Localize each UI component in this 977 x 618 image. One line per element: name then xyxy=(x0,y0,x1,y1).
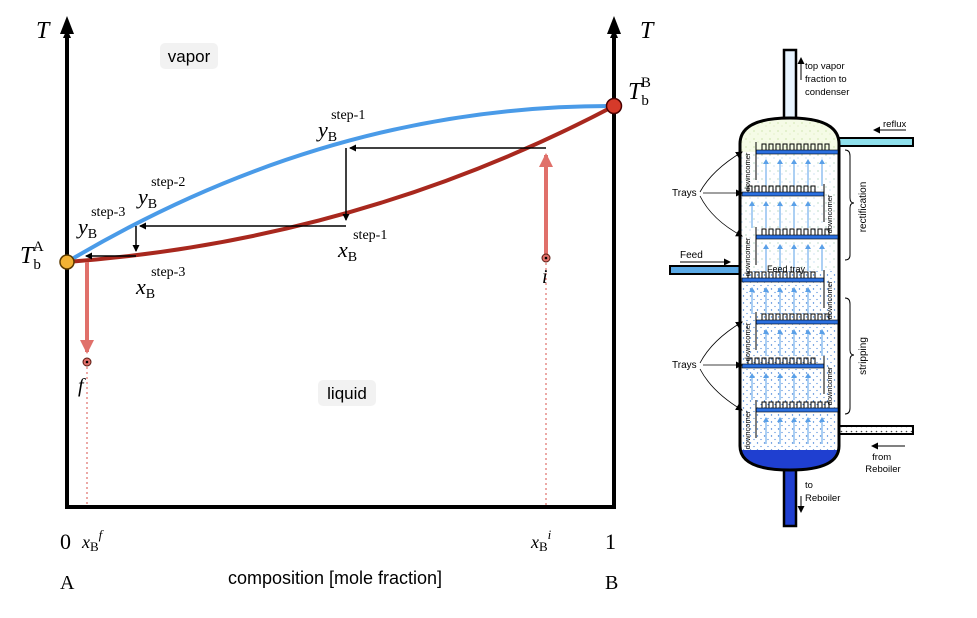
distillation-steps xyxy=(85,144,546,260)
tray: downcomer xyxy=(743,400,839,449)
top-vapor-label: top vapor fraction to condenser xyxy=(805,61,849,98)
reflux-label: reflux xyxy=(883,119,906,130)
from-reboiler-pipe xyxy=(834,425,914,435)
yB-step2-label: yBstep-2 xyxy=(136,175,185,212)
trays-label-lower: Trays xyxy=(672,360,697,371)
tick-zero: 0 xyxy=(60,529,71,554)
stripping-bracket xyxy=(844,297,855,415)
point-i-label: i xyxy=(542,266,548,288)
downcomer-label: downcomer xyxy=(825,194,834,233)
vapor-label-bg xyxy=(160,43,218,69)
downcomer-label: downcomer xyxy=(825,280,834,319)
tray: downcomer xyxy=(741,356,834,405)
phase-diagram: vapor liquid T T 0 1 A B xyxy=(20,16,655,594)
liquid-region-label: liquid xyxy=(327,384,367,403)
composition-axis-label: composition [mole fraction] xyxy=(228,568,442,588)
tray: downcomer xyxy=(741,184,834,233)
trays-label-upper: Trays xyxy=(672,188,697,199)
component-A-label: A xyxy=(60,572,75,594)
left-T-label: T xyxy=(36,18,51,44)
feed-label: Feed xyxy=(680,250,703,261)
TbA-label: TbA xyxy=(20,239,44,273)
top-vapor-pipe xyxy=(782,48,798,128)
component-B-label: B xyxy=(605,572,618,594)
boiling-point-A xyxy=(59,254,75,270)
xBf-label: xBf xyxy=(81,527,105,554)
TbB-label: TbB xyxy=(628,75,651,109)
distillation-column: top vapor fraction to condenser reflux F… xyxy=(669,48,914,528)
tray: downcomer xyxy=(741,270,834,319)
boiling-point-B xyxy=(605,97,623,115)
downcomer-label: downcomer xyxy=(743,152,752,191)
downcomer-label: downcomer xyxy=(743,410,752,449)
downcomer-label: downcomer xyxy=(743,237,752,276)
tray: downcomer xyxy=(743,227,839,276)
xBi-label: xBi xyxy=(530,527,552,554)
reflux-pipe xyxy=(834,137,914,147)
trays-leaders-lower xyxy=(699,321,743,411)
to-reboiler-label: to Reboiler xyxy=(805,480,840,504)
liquid-curve xyxy=(66,104,615,264)
tray: downcomer xyxy=(743,142,839,191)
stripping-label: stripping xyxy=(858,337,869,375)
trays-leaders-upper xyxy=(699,151,743,237)
vapor-region-label: vapor xyxy=(168,47,211,66)
downcomer-label: downcomer xyxy=(743,322,752,361)
feed-tray-label: Feed tray xyxy=(767,264,806,274)
feed-pipe xyxy=(669,265,741,275)
xB-step1-label: xBstep-1 xyxy=(337,228,387,265)
point-f-label: f xyxy=(78,375,86,397)
liquid-label-bg xyxy=(318,380,376,406)
xB-step3-label: xBstep-3 xyxy=(135,265,185,302)
trays: downcomer downcomer downcomer downcomer down… xyxy=(741,142,839,449)
rectification-bracket xyxy=(844,149,855,261)
downcomer-label: downcomer xyxy=(825,366,834,405)
right-axis-arrowhead xyxy=(607,16,621,34)
yB-step3-label: yBstep-3 xyxy=(76,205,125,242)
from-reboiler-label: from Reboiler xyxy=(865,452,900,475)
right-T-label: T xyxy=(640,18,655,44)
column-shell xyxy=(738,116,841,472)
yB-step1-label: yBstep-1 xyxy=(316,108,365,145)
tray: downcomer xyxy=(743,312,839,361)
left-axis-arrowhead xyxy=(60,16,74,34)
rectification-label: rectification xyxy=(858,182,869,233)
vapor-curve xyxy=(65,103,615,264)
tick-one: 1 xyxy=(605,529,616,554)
